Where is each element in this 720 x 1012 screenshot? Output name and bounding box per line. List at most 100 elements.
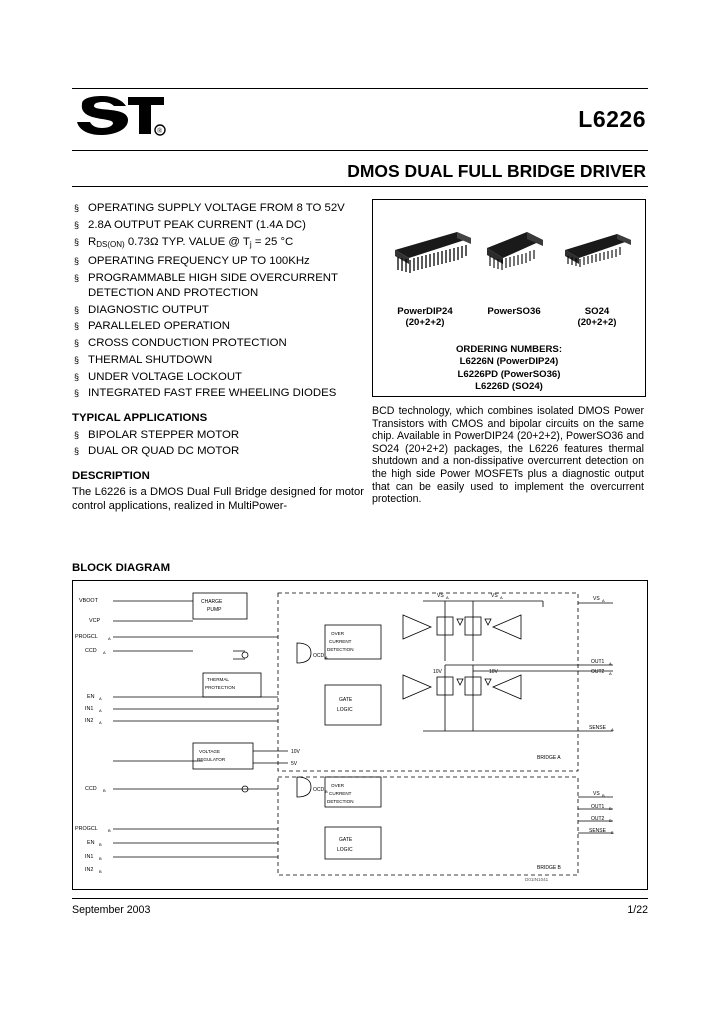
svg-text:B: B [609,818,612,823]
svg-text:VS: VS [593,596,600,602]
feature-text: UNDER VOLTAGE LOCKOUT [88,370,243,383]
svg-text:B: B [609,806,612,811]
svg-text:VCP: VCP [89,618,100,624]
svg-text:B: B [103,788,106,793]
svg-text:A: A [609,671,612,676]
application-list: BIPOLAR STEPPER MOTOR DUAL OR QUAD DC MO… [72,428,368,459]
list-item: INTEGRATED FAST FREE WHEELING DIODES [72,386,368,401]
svg-text:A: A [325,655,328,660]
page-footer: September 2003 1/22 [72,898,648,916]
svg-text:LOGIC: LOGIC [337,847,353,853]
list-item: THERMAL SHUTDOWN [72,353,368,368]
svg-text:A: A [99,720,102,725]
svg-text:IN2: IN2 [85,867,93,873]
svg-text:A: A [602,598,605,603]
page-header: ® L6226 [72,88,648,151]
feature-text: PROGRAMMABLE HIGH SIDE OVERCURRENT DETEC… [88,272,338,299]
svg-text:B: B [99,842,102,847]
svg-text:PROTECTION: PROTECTION [205,685,235,690]
svg-text:SENSE: SENSE [589,828,607,834]
svg-text:B: B [108,828,111,833]
block-diagram-heading: BLOCK DIAGRAM [72,562,171,574]
package-name-0: PowerDIP24 [397,306,453,317]
svg-text:A: A [108,636,111,641]
svg-text:VOLTAGE: VOLTAGE [199,749,220,754]
svg-text:10V: 10V [291,749,301,755]
feature-text: INTEGRATED FAST FREE WHEELING DIODES [88,387,337,400]
st-logo-icon: ® [76,94,166,138]
svg-text:®: ® [157,127,163,135]
svg-text:CCD: CCD [85,648,97,654]
feature-text: THERMAL SHUTDOWN [88,353,213,366]
ordering-number-1: L6226PD (PowerSO36) [457,368,561,380]
svg-text:OUT1: OUT1 [591,804,605,810]
typical-applications-heading: TYPICAL APPLICATIONS [72,412,208,424]
svg-text:EN: EN [87,694,95,700]
ordering-number-0: L6226N (PowerDIP24) [459,356,559,368]
left-column: OPERATING SUPPLY VOLTAGE FROM 8 TO 52V 2… [72,201,368,513]
svg-text:IN2: IN2 [85,718,93,724]
svg-text:OVER: OVER [331,783,345,788]
svg-text:OVER: OVER [331,631,345,636]
so24-icon [565,234,631,267]
package-images [373,214,645,306]
feature-text: DIAGNOSTIC OUTPUT [88,303,209,316]
svg-text:IN1: IN1 [85,854,93,860]
svg-text:5V: 5V [291,761,298,767]
svg-text:DETECTION: DETECTION [327,647,354,652]
svg-text:OUT2: OUT2 [591,816,605,822]
svg-text:B: B [325,789,328,794]
svg-text:PROGCL: PROGCL [75,634,98,640]
svg-text:PROGCL: PROGCL [75,826,98,832]
package-name-2: SO24 [584,306,610,317]
svg-text:A: A [99,696,102,701]
description-right-text: BCD technology, which combines isolated … [372,405,644,506]
application-text: BIPOLAR STEPPER MOTOR [88,429,240,441]
list-item: PARALLELED OPERATION [72,319,368,334]
feature-text: PARALLELED OPERATION [88,320,231,333]
list-item: OPERATING SUPPLY VOLTAGE FROM 8 TO 52V [72,201,368,216]
svg-text:A: A [609,661,612,666]
feature-list: OPERATING SUPPLY VOLTAGE FROM 8 TO 52V 2… [72,201,368,401]
list-item: CROSS CONDUCTION PROTECTION [72,336,368,351]
list-item: 2.8A OUTPUT PEAK CURRENT (1.4A DC) [72,218,368,233]
svg-text:GATE: GATE [339,837,353,843]
svg-text:A: A [611,727,614,732]
svg-text:10V: 10V [433,669,443,675]
ordering-numbers: ORDERING NUMBERS: L6226N (PowerDIP24) L6… [373,344,645,394]
powerdip24-icon [395,232,471,273]
feature-text: OPERATING SUPPLY VOLTAGE FROM 8 TO 52V [88,202,345,214]
svg-text:CCD: CCD [85,786,97,792]
title-divider [72,186,648,187]
svg-text:DETECTION: DETECTION [327,799,354,804]
package-illustration-box: PowerDIP24 (20+2+2) PowerSO36 SO24 (20+2… [372,199,646,397]
svg-text:SENSE: SENSE [589,725,607,731]
svg-text:A: A [446,595,449,600]
package-pins-2: (20+2+2) [577,317,617,328]
feature-text: CROSS CONDUCTION PROTECTION [88,337,287,350]
content-columns: OPERATING SUPPLY VOLTAGE FROM 8 TO 52V 2… [72,199,648,513]
svg-text:B: B [602,793,605,798]
svg-text:EN: EN [87,840,95,846]
part-number: L6226 [578,106,646,132]
svg-text:VS: VS [593,791,600,797]
list-item: BIPOLAR STEPPER MOTOR [72,428,368,443]
svg-text:VS: VS [437,593,444,599]
svg-text:10V: 10V [489,669,499,675]
svg-text:OCD: OCD [313,787,325,793]
footer-page-number: 1/22 [627,904,648,916]
svg-text:THERMAL: THERMAL [207,677,229,682]
list-item: OPERATING FREQUENCY UP TO 100KHz [72,254,368,269]
application-text: DUAL OR QUAD DC MOTOR [88,445,240,457]
package-pins-0: (20+2+2) [405,317,445,328]
svg-text:LOGIC: LOGIC [337,707,353,713]
page-sheet: ® L6226 DMOS DUAL FULL BRIDGE DRIVER OPE… [72,88,648,916]
svg-text:OUT2: OUT2 [591,669,605,675]
description-left-text: The L6226 is a DMOS Dual Full Bridge des… [72,486,364,512]
footer-date: September 2003 [72,904,151,916]
svg-text:B: B [611,830,614,835]
powerso36-icon [487,232,543,270]
svg-text:B: B [99,856,102,861]
